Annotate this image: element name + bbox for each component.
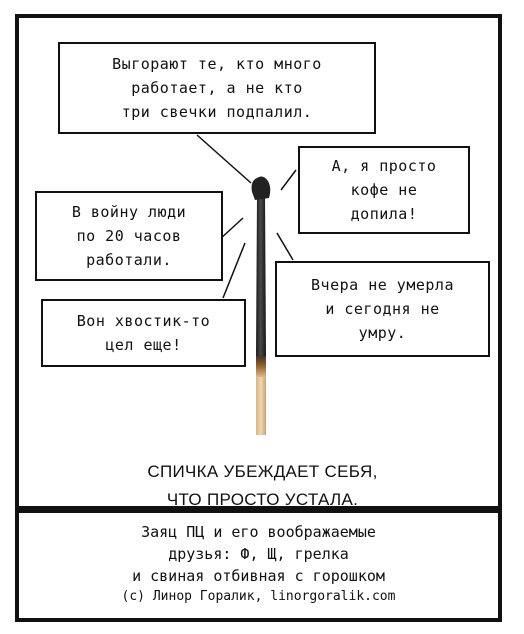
- pointer-line-3: [218, 217, 244, 241]
- speech-bubble-2: А, я просто кофе не допила!: [298, 146, 470, 234]
- bubble-4-line-3: умру.: [358, 324, 407, 342]
- bubble-1-line-1: Выгорают те, кто много: [112, 55, 322, 73]
- comic-caption: СПИЧКА УБЕЖДАЕТ СЕБЯ, ЧТО ПРОСТО УСТАЛА.: [19, 458, 506, 514]
- match-charred: [256, 194, 266, 356]
- bubble-4-line-2: и сегодня не: [325, 300, 440, 318]
- caption-line-1: СПИЧКА УБЕЖДАЕТ СЕБЯ,: [147, 462, 378, 481]
- match-burn-edge: [256, 353, 266, 377]
- bubble-4-line-1: Вчера не умерла: [311, 276, 454, 294]
- footer-line-3: и свиная отбивная с горошком: [132, 567, 385, 585]
- match-head: [251, 176, 271, 200]
- pointer-line-5: [222, 242, 246, 299]
- series-footer: Заяц ПЦ и его воображаемые друзья: Ф, Щ,…: [15, 510, 502, 622]
- bubble-1-line-2: работает, а не кто: [131, 79, 303, 97]
- bubble-2-line-3: допила!: [350, 205, 418, 223]
- bubble-5-line-1: Вон хвостик-то: [76, 312, 211, 330]
- pointer-line-2: [280, 169, 297, 191]
- speech-bubble-3: В войну люди по 20 часов работали.: [35, 191, 223, 281]
- bubble-5-line-2: цел еще!: [105, 336, 182, 354]
- bubble-1-line-3: три свечки подпалил.: [121, 103, 313, 121]
- speech-bubble-1: Выгорают те, кто много работает, а не кт…: [58, 42, 376, 134]
- bubble-3-line-3: работали.: [86, 251, 172, 269]
- comic-panel: Выгорают те, кто много работает, а не кт…: [15, 14, 502, 510]
- footer-credit: (с) Линор Горалик, linorgoralik.com: [121, 589, 396, 604]
- bubble-2-line-2: кофе не: [350, 181, 418, 199]
- bubble-2-line-1: А, я просто: [331, 157, 437, 175]
- speech-bubble-5: Вон хвостик-то цел еще!: [41, 299, 246, 367]
- footer-line-2: друзья: Ф, Щ, грелка: [168, 545, 349, 563]
- bubble-3-line-1: В войну люди: [71, 203, 187, 221]
- caption-line-2: ЧТО ПРОСТО УСТАЛА.: [166, 490, 359, 509]
- speech-bubble-4: Вчера не умерла и сегодня не умру.: [275, 261, 490, 357]
- match-wood: [256, 373, 266, 435]
- footer-line-1: Заяц ПЦ и его воображаемые: [141, 523, 376, 541]
- pointer-line-1: [196, 134, 252, 184]
- match-illustration: [196, 134, 297, 435]
- bubble-3-line-2: по 20 часов: [76, 227, 182, 245]
- pointer-line-4: [276, 232, 294, 261]
